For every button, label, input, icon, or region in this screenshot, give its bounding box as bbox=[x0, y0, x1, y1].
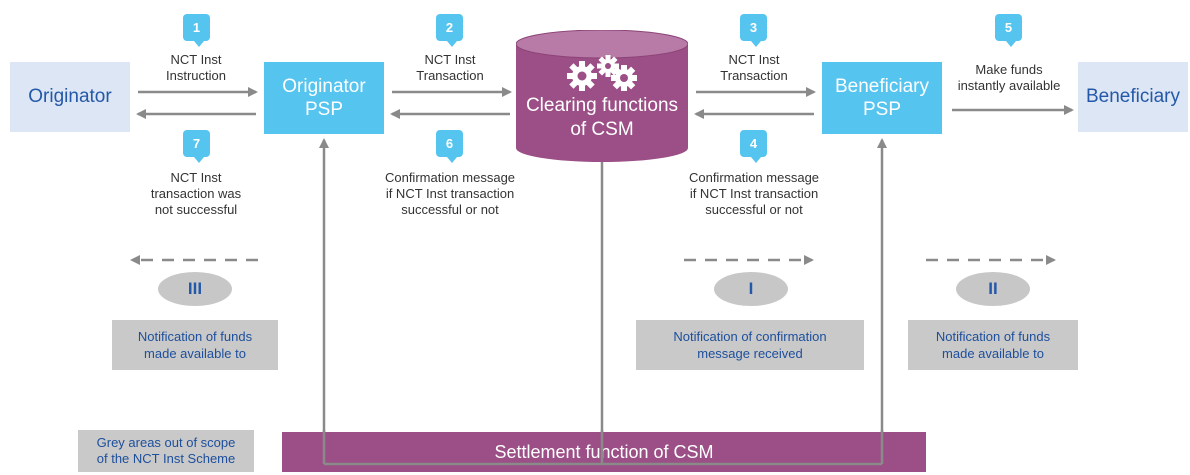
step-label-3: NCT Inst Transaction bbox=[694, 52, 814, 84]
originator-psp-box: Originator PSP bbox=[264, 62, 384, 134]
step-badge-5: 5 bbox=[995, 14, 1022, 47]
clearing-label: Clearing functions of CSM bbox=[516, 94, 688, 142]
step-number-5: 5 bbox=[1004, 20, 1013, 35]
clearing-line2: of CSM bbox=[570, 119, 634, 140]
step3-line2: Transaction bbox=[720, 68, 788, 83]
step-badge-2: 2 bbox=[436, 14, 463, 47]
step2-line1: NCT Inst bbox=[424, 52, 476, 67]
originator-box: Originator bbox=[10, 62, 130, 132]
step2-line2: Transaction bbox=[416, 68, 484, 83]
step-number-7: 7 bbox=[192, 136, 201, 151]
step6-line2: if NCT Inst transaction bbox=[385, 186, 515, 201]
notification-ii-line1: Notification of funds bbox=[935, 329, 1051, 344]
step-badge-1: 1 bbox=[183, 14, 210, 47]
notification-num-i: I bbox=[748, 279, 754, 298]
notification-num-iii: III bbox=[187, 279, 203, 298]
step-badge-3: 3 bbox=[740, 14, 767, 47]
step1-line1: NCT Inst bbox=[170, 52, 222, 67]
settlement-function-bar: Settlement function of CSM bbox=[282, 432, 926, 472]
step-label-6: Confirmation message if NCT Inst transac… bbox=[370, 170, 530, 218]
notification-oval-ii: II bbox=[956, 272, 1030, 306]
notification-box-iii: Notification of funds made available to bbox=[112, 320, 278, 370]
originator-psp-line2: PSP bbox=[304, 99, 344, 120]
beneficiary-psp-line2: PSP bbox=[862, 99, 902, 120]
notification-iii-line1: Notification of funds bbox=[137, 329, 253, 344]
notification-i-line2: message received bbox=[697, 346, 803, 361]
step7-line1: NCT Inst bbox=[170, 170, 222, 185]
beneficiary-psp-box: Beneficiary PSP bbox=[822, 62, 942, 134]
notification-box-i: Notification of confirmation message rec… bbox=[636, 320, 864, 370]
beneficiary-psp-line1: Beneficiary bbox=[835, 76, 929, 97]
step7-line2: transaction was bbox=[150, 186, 242, 201]
step3-line1: NCT Inst bbox=[728, 52, 780, 67]
step6-line1: Confirmation message bbox=[384, 170, 516, 185]
step-number-1: 1 bbox=[192, 20, 201, 35]
step4-line1: Confirmation message bbox=[688, 170, 820, 185]
originator-label: Originator bbox=[28, 86, 112, 107]
step6-line3: successful or not bbox=[401, 202, 499, 217]
notification-ii-line2: made available to bbox=[942, 346, 1044, 361]
notification-i-line1: Notification of confirmation bbox=[673, 329, 827, 344]
step-label-1: NCT Inst Instruction bbox=[136, 52, 256, 84]
step-number-2: 2 bbox=[445, 20, 454, 35]
notification-num-ii: II bbox=[988, 279, 998, 298]
notification-oval-iii: III bbox=[158, 272, 232, 306]
step-label-2: NCT Inst Transaction bbox=[390, 52, 510, 84]
settlement-label: Settlement function of CSM bbox=[494, 441, 714, 462]
step-badge-6: 6 bbox=[436, 130, 463, 163]
step5-line1: Make funds bbox=[975, 62, 1043, 77]
beneficiary-label: Beneficiary bbox=[1086, 86, 1180, 107]
gears-icon bbox=[567, 55, 637, 91]
step-number-4: 4 bbox=[749, 136, 758, 151]
scope-note-line2: of the NCT Inst Scheme bbox=[96, 451, 236, 466]
step7-line3: not successful bbox=[154, 202, 238, 217]
beneficiary-box: Beneficiary bbox=[1078, 62, 1188, 132]
step-badge-4: 4 bbox=[740, 130, 767, 163]
step-label-7: NCT Inst transaction was not successful bbox=[136, 170, 256, 218]
step-label-5: Make funds instantly available bbox=[944, 62, 1074, 94]
step-number-3: 3 bbox=[749, 20, 758, 35]
scope-note-line1: Grey areas out of scope bbox=[96, 435, 236, 450]
step4-line2: if NCT Inst transaction bbox=[689, 186, 819, 201]
notification-iii-line2: made available to bbox=[144, 346, 246, 361]
step5-line2: instantly available bbox=[957, 78, 1061, 93]
step-number-6: 6 bbox=[445, 136, 454, 151]
step1-line2: Instruction bbox=[166, 68, 226, 83]
notification-box-ii: Notification of funds made available to bbox=[908, 320, 1078, 370]
step4-line3: successful or not bbox=[705, 202, 803, 217]
clearing-line1: Clearing functions bbox=[525, 95, 679, 116]
scope-note-box: Grey areas out of scope of the NCT Inst … bbox=[78, 430, 254, 472]
step-label-4: Confirmation message if NCT Inst transac… bbox=[674, 170, 834, 218]
clearing-cylinder bbox=[516, 30, 688, 162]
originator-psp-line1: Originator bbox=[282, 76, 366, 97]
step-badge-7: 7 bbox=[183, 130, 210, 163]
notification-oval-i: I bbox=[714, 272, 788, 306]
